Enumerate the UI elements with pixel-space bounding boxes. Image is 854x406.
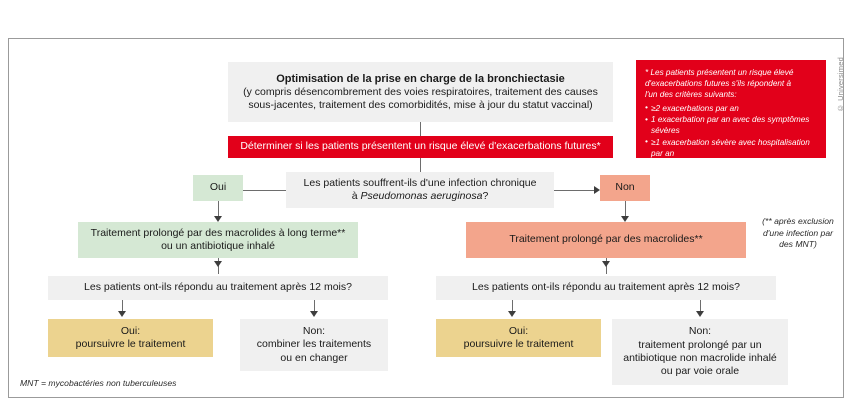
criteria-intro-2: d'exacerbations futures s'ils répondent … <box>645 78 792 88</box>
panel-risk-criteria: * Les patients présentent un risque élev… <box>636 60 826 158</box>
node-outcome-left-no: Non: combiner les traitements ou en chan… <box>240 319 388 371</box>
connector-determiner-to-question <box>420 158 421 172</box>
node-treatment-right: Traitement prolongé par des macrolides** <box>466 222 746 258</box>
arrow-to-non <box>594 185 600 194</box>
arrow-non-to-treatment-right <box>620 216 629 222</box>
arrow-oui-to-treatment-left <box>213 216 222 222</box>
outcome-left-no-line-2: combiner les traitements <box>256 338 372 351</box>
connector-response-right-split-no <box>700 300 701 312</box>
criteria-intro-1: * Les patients présentent un risque élev… <box>645 68 794 77</box>
criteria-item: ≥1 exacerbation sévère avec hospitalisat… <box>645 137 817 160</box>
arrow-response-right-no <box>695 311 704 317</box>
optimisation-subline-2: sous-jacentes, traitement des comorbidit… <box>248 99 593 112</box>
node-determiner: Déterminer si les patients présentent un… <box>228 136 613 158</box>
copyright-text: © Universimed <box>836 57 845 113</box>
outcome-right-no-line-1: Non: <box>688 325 712 338</box>
pseudomonas-suffix: ? <box>482 190 489 202</box>
criteria-list: ≥2 exacerbations par an 1 exacerbation p… <box>645 103 817 160</box>
criteria-intro-3: l'un des critères suivants: <box>645 89 737 99</box>
outcome-left-no-line-3: ou en changer <box>280 351 348 364</box>
connector-non-to-treatment-right <box>625 201 626 218</box>
node-outcome-right-yes: Oui: poursuivre le traitement <box>436 319 601 357</box>
note-mnt-exclusion: (** après exclusion d'une infection par … <box>752 216 844 251</box>
outcome-right-no-line-2: traitement prolongé par un <box>638 338 762 351</box>
arrow-response-left-no <box>309 311 318 317</box>
connector-response-left-split-no <box>314 300 315 312</box>
criteria-item: 1 exacerbation par an avec des symptômes… <box>645 115 817 137</box>
connector-optimisation-to-determiner <box>420 122 421 136</box>
outcome-left-yes-line-2: poursuivre le traitement <box>75 338 186 350</box>
note-line-3: des MNT) <box>779 239 817 250</box>
treatment-left-line-1: Traitement prolongé par des macrolides à… <box>90 226 346 239</box>
arrow-response-left-yes <box>117 311 126 317</box>
connector-response-right-split-yes <box>512 300 513 312</box>
outcome-right-no-line-3: antibiotique non macrolide inhalé <box>623 352 777 364</box>
outcome-left-yes-line-1: Oui: <box>120 324 141 337</box>
outcome-right-yes-line-2: poursuivre le traitement <box>463 338 574 350</box>
connector-question-to-non <box>554 190 594 191</box>
note-line-2: d'une infection par <box>763 227 833 238</box>
pseudomonas-question-line-1: Les patients souffrent-ils d'une infecti… <box>303 176 537 189</box>
node-response-question-right: Les patients ont-ils répondu au traiteme… <box>436 276 776 300</box>
response-question-right-label: Les patients ont-ils répondu au traiteme… <box>472 281 740 294</box>
node-outcome-left-yes: Oui: poursuivre le traitement <box>48 319 213 357</box>
copyright-notice: © Universimed <box>836 57 845 112</box>
node-branch-oui: Oui <box>193 175 243 201</box>
outcome-right-no-line-4: ou par voie orale <box>660 365 740 378</box>
node-pseudomonas-question: Les patients souffrent-ils d'une infecti… <box>286 172 554 208</box>
outcome-left-no-line-1: Non: <box>302 324 326 337</box>
node-treatment-left: Traitement prolongé par des macrolides à… <box>78 222 358 258</box>
pseudomonas-question-line-2: à Pseudomonas aeruginosa? <box>352 190 489 203</box>
node-branch-non: Non <box>600 175 650 201</box>
branch-oui-label: Oui <box>209 181 227 194</box>
connector-oui-to-treatment-left <box>218 201 219 218</box>
connector-question-to-oui <box>243 190 286 191</box>
connector-response-left-split-yes <box>122 300 123 312</box>
arrow-treatment-left-down <box>213 261 222 267</box>
legend-mnt-text: MNT = mycobactéries non tuberculeuses <box>20 378 177 388</box>
optimisation-title: Optimisation de la prise en charge de la… <box>276 72 565 85</box>
pseudomonas-prefix: à <box>351 190 361 202</box>
treatment-right-label: Traitement prolongé par des macrolides** <box>509 233 703 246</box>
note-line-1: (** après exclusion <box>762 216 834 226</box>
node-outcome-right-no: Non: traitement prolongé par un antibiot… <box>612 319 788 385</box>
determiner-label: Déterminer si les patients présentent un… <box>240 140 601 153</box>
outcome-right-yes-line-1: Oui: <box>508 324 529 337</box>
arrow-treatment-right-down <box>601 261 610 267</box>
node-optimisation: Optimisation de la prise en charge de la… <box>228 62 613 122</box>
treatment-left-line-2: ou un antibiotique inhalé <box>161 240 275 252</box>
legend-mnt: MNT = mycobactéries non tuberculeuses <box>20 378 176 388</box>
node-response-question-left: Les patients ont-ils répondu au traiteme… <box>48 276 388 300</box>
branch-non-label: Non <box>615 181 635 194</box>
response-question-left-label: Les patients ont-ils répondu au traiteme… <box>84 281 352 294</box>
criteria-item: ≥2 exacerbations par an <box>645 103 817 115</box>
pseudomonas-species: Pseudomonas aeruginosa <box>360 190 483 202</box>
optimisation-subline-1: (y compris désencombrement des voies res… <box>243 85 598 98</box>
arrow-response-right-yes <box>507 311 516 317</box>
